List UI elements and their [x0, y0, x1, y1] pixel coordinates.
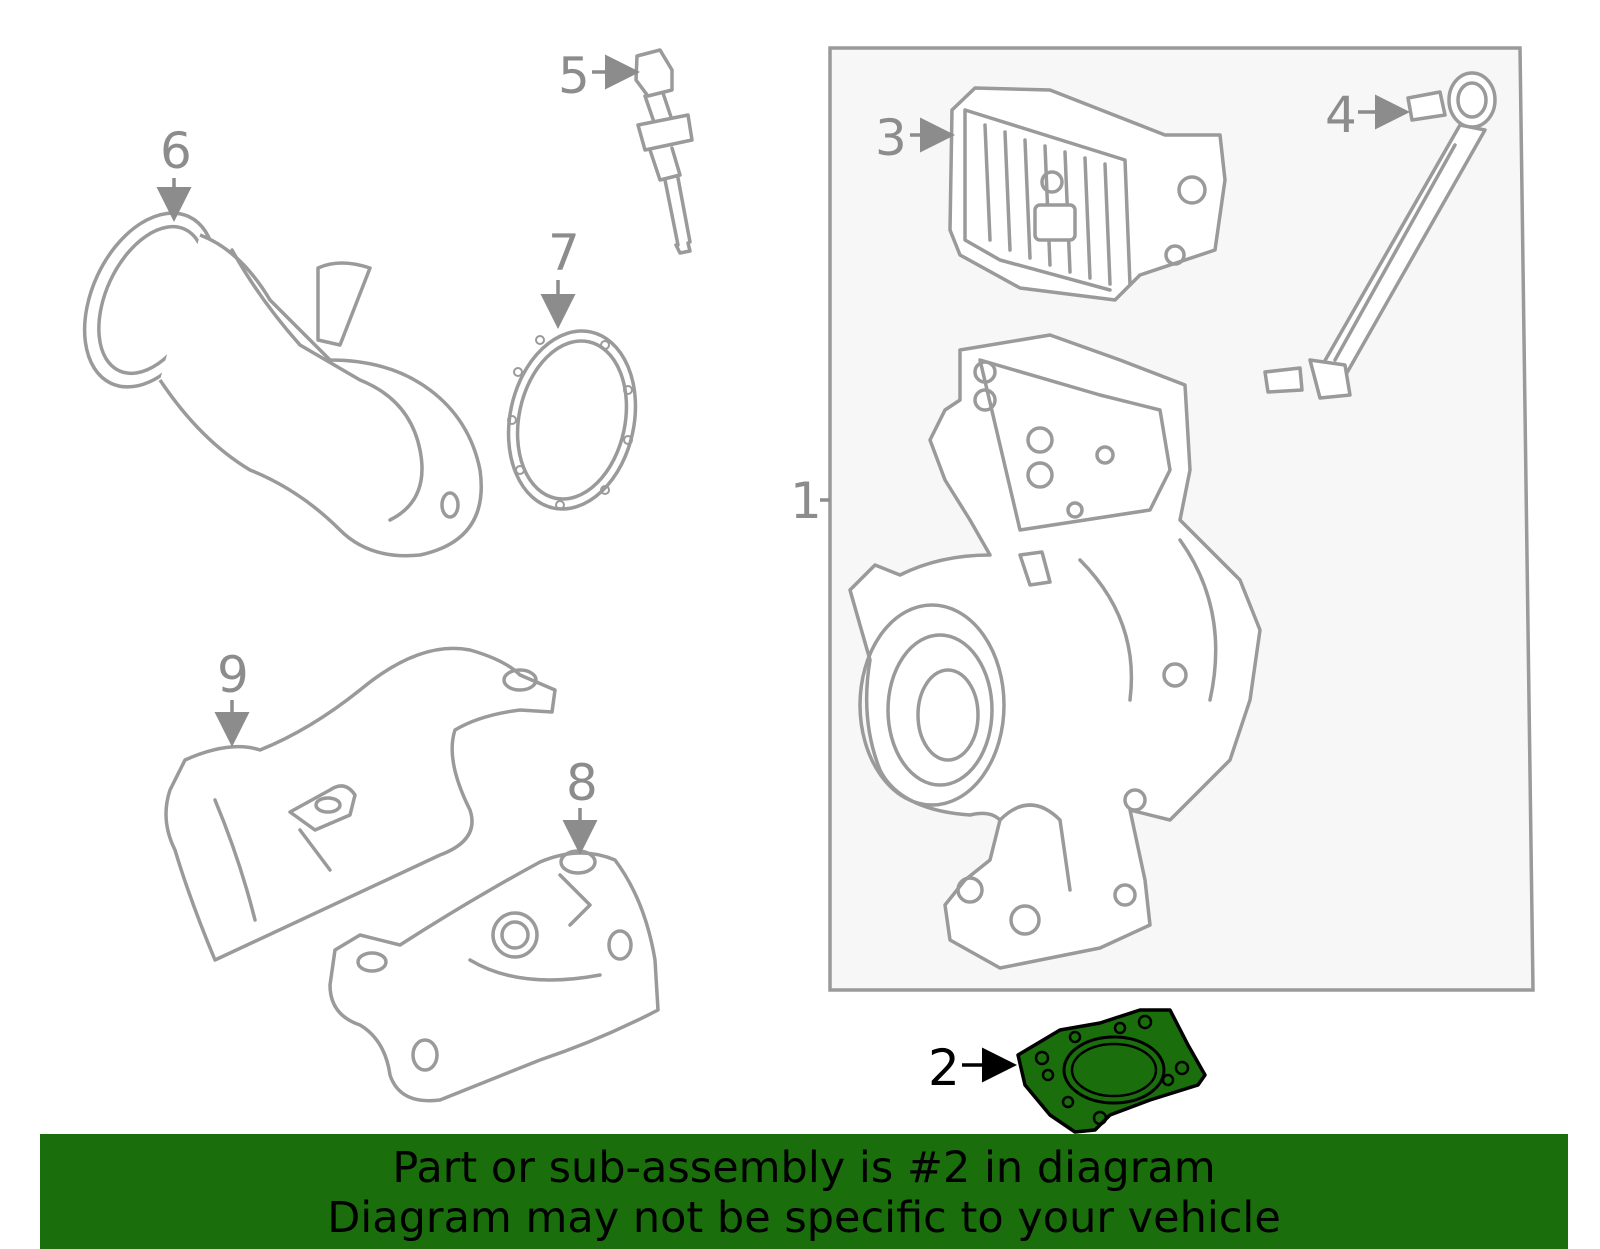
- callout-9: 9: [214, 646, 250, 747]
- svg-text:3: 3: [875, 109, 907, 167]
- part-7-gasket-ring[interactable]: [493, 319, 652, 521]
- callout-3: 3: [875, 109, 955, 167]
- part-2-gasket[interactable]: [1016, 1008, 1207, 1134]
- svg-text:4: 4: [1325, 86, 1357, 144]
- part-8-heat-shield-lower[interactable]: [328, 849, 660, 1103]
- part-9-heat-shield[interactable]: [164, 646, 557, 962]
- callout-8: 8: [562, 754, 598, 855]
- callout-7: 7: [540, 224, 580, 329]
- callout-5: 5: [558, 47, 640, 105]
- svg-text:1: 1: [790, 472, 822, 530]
- info-banner: Part or sub-assembly is #2 in diagram Di…: [40, 1134, 1568, 1249]
- callout-2: 2: [928, 1039, 1017, 1097]
- svg-text:9: 9: [217, 646, 249, 704]
- banner-line-1: Part or sub-assembly is #2 in diagram: [392, 1143, 1216, 1193]
- callout-6: 6: [156, 122, 192, 222]
- svg-text:2: 2: [928, 1039, 960, 1097]
- callout-1: 1: [790, 472, 830, 530]
- banner-line-2: Diagram may not be specific to your vehi…: [327, 1193, 1281, 1243]
- part-3-actuator[interactable]: [948, 86, 1227, 302]
- callout-4: 4: [1325, 86, 1410, 144]
- svg-text:6: 6: [160, 122, 192, 180]
- part-1-turbocharger[interactable]: [848, 333, 1262, 970]
- part-6-intake-pipe[interactable]: [59, 192, 483, 558]
- svg-text:7: 7: [548, 224, 580, 282]
- part-5-sensor[interactable]: [634, 48, 694, 255]
- svg-text:8: 8: [566, 754, 598, 812]
- part-4-linkage-rod[interactable]: [1263, 71, 1497, 400]
- svg-text:5: 5: [558, 47, 590, 105]
